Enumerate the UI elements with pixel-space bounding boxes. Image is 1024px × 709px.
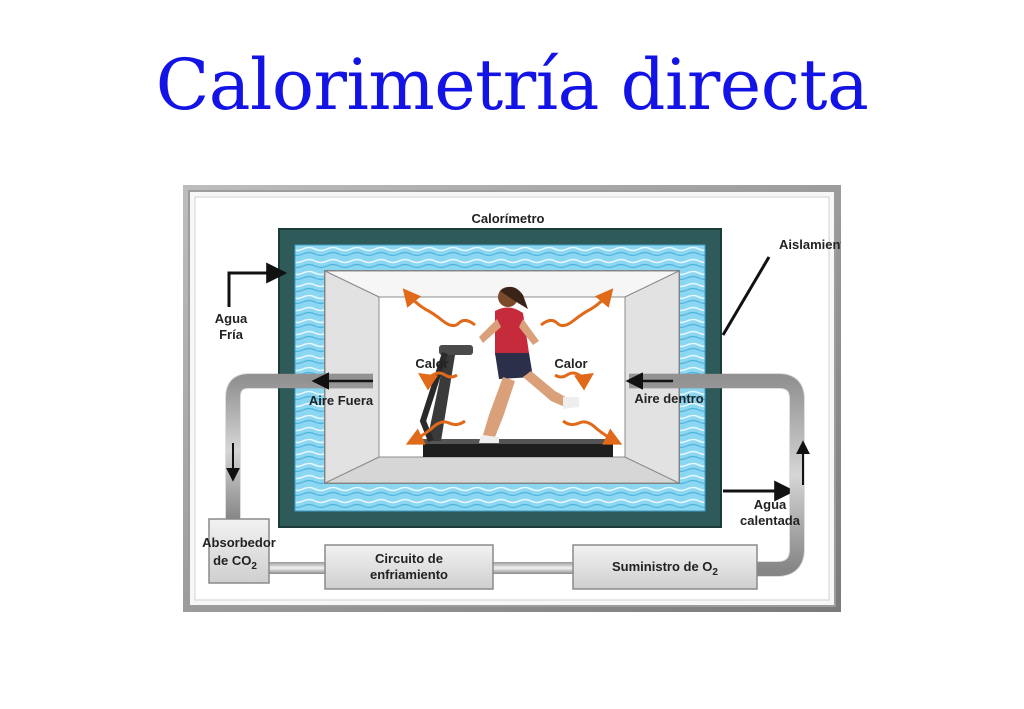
o2-supply-label: Suministro de O2	[612, 559, 718, 578]
air-out-label: Aire Fuera	[309, 393, 374, 408]
calorimeter-diagram: Calorímetro Aislamiento Agua Fría Agua c…	[183, 185, 841, 612]
insulation-label: Aislamiento	[779, 237, 841, 252]
cooling-circuit-label-2: enfriamiento	[370, 567, 448, 582]
co2-absorber-label-2: de CO2	[213, 553, 257, 572]
heated-water-label-1: Agua	[754, 497, 787, 512]
co2-absorber-box	[208, 518, 270, 584]
insulation-pointer	[721, 256, 771, 336]
cooling-circuit-label-1: Circuito de	[375, 551, 443, 566]
heat-arrows	[402, 288, 623, 445]
runner-figure	[479, 286, 579, 443]
heated-water-label-2: calentada	[740, 513, 801, 528]
heat-right-label: Calor	[554, 356, 587, 371]
calorimeter-label: Calorímetro	[472, 211, 545, 226]
cold-water-arrow	[227, 262, 288, 307]
cold-water-label-2: Fría	[219, 327, 244, 342]
air-in-label: Aire dentro	[634, 391, 703, 406]
o2-supply-box	[572, 544, 758, 590]
heat-left-label: Calor	[415, 356, 448, 371]
cooling-circuit-box	[324, 544, 494, 590]
cold-water-label-1: Agua	[215, 311, 248, 326]
co2-absorber-label-1: Absorbedor	[202, 535, 276, 550]
page-title: Calorimetría directa	[155, 44, 869, 126]
